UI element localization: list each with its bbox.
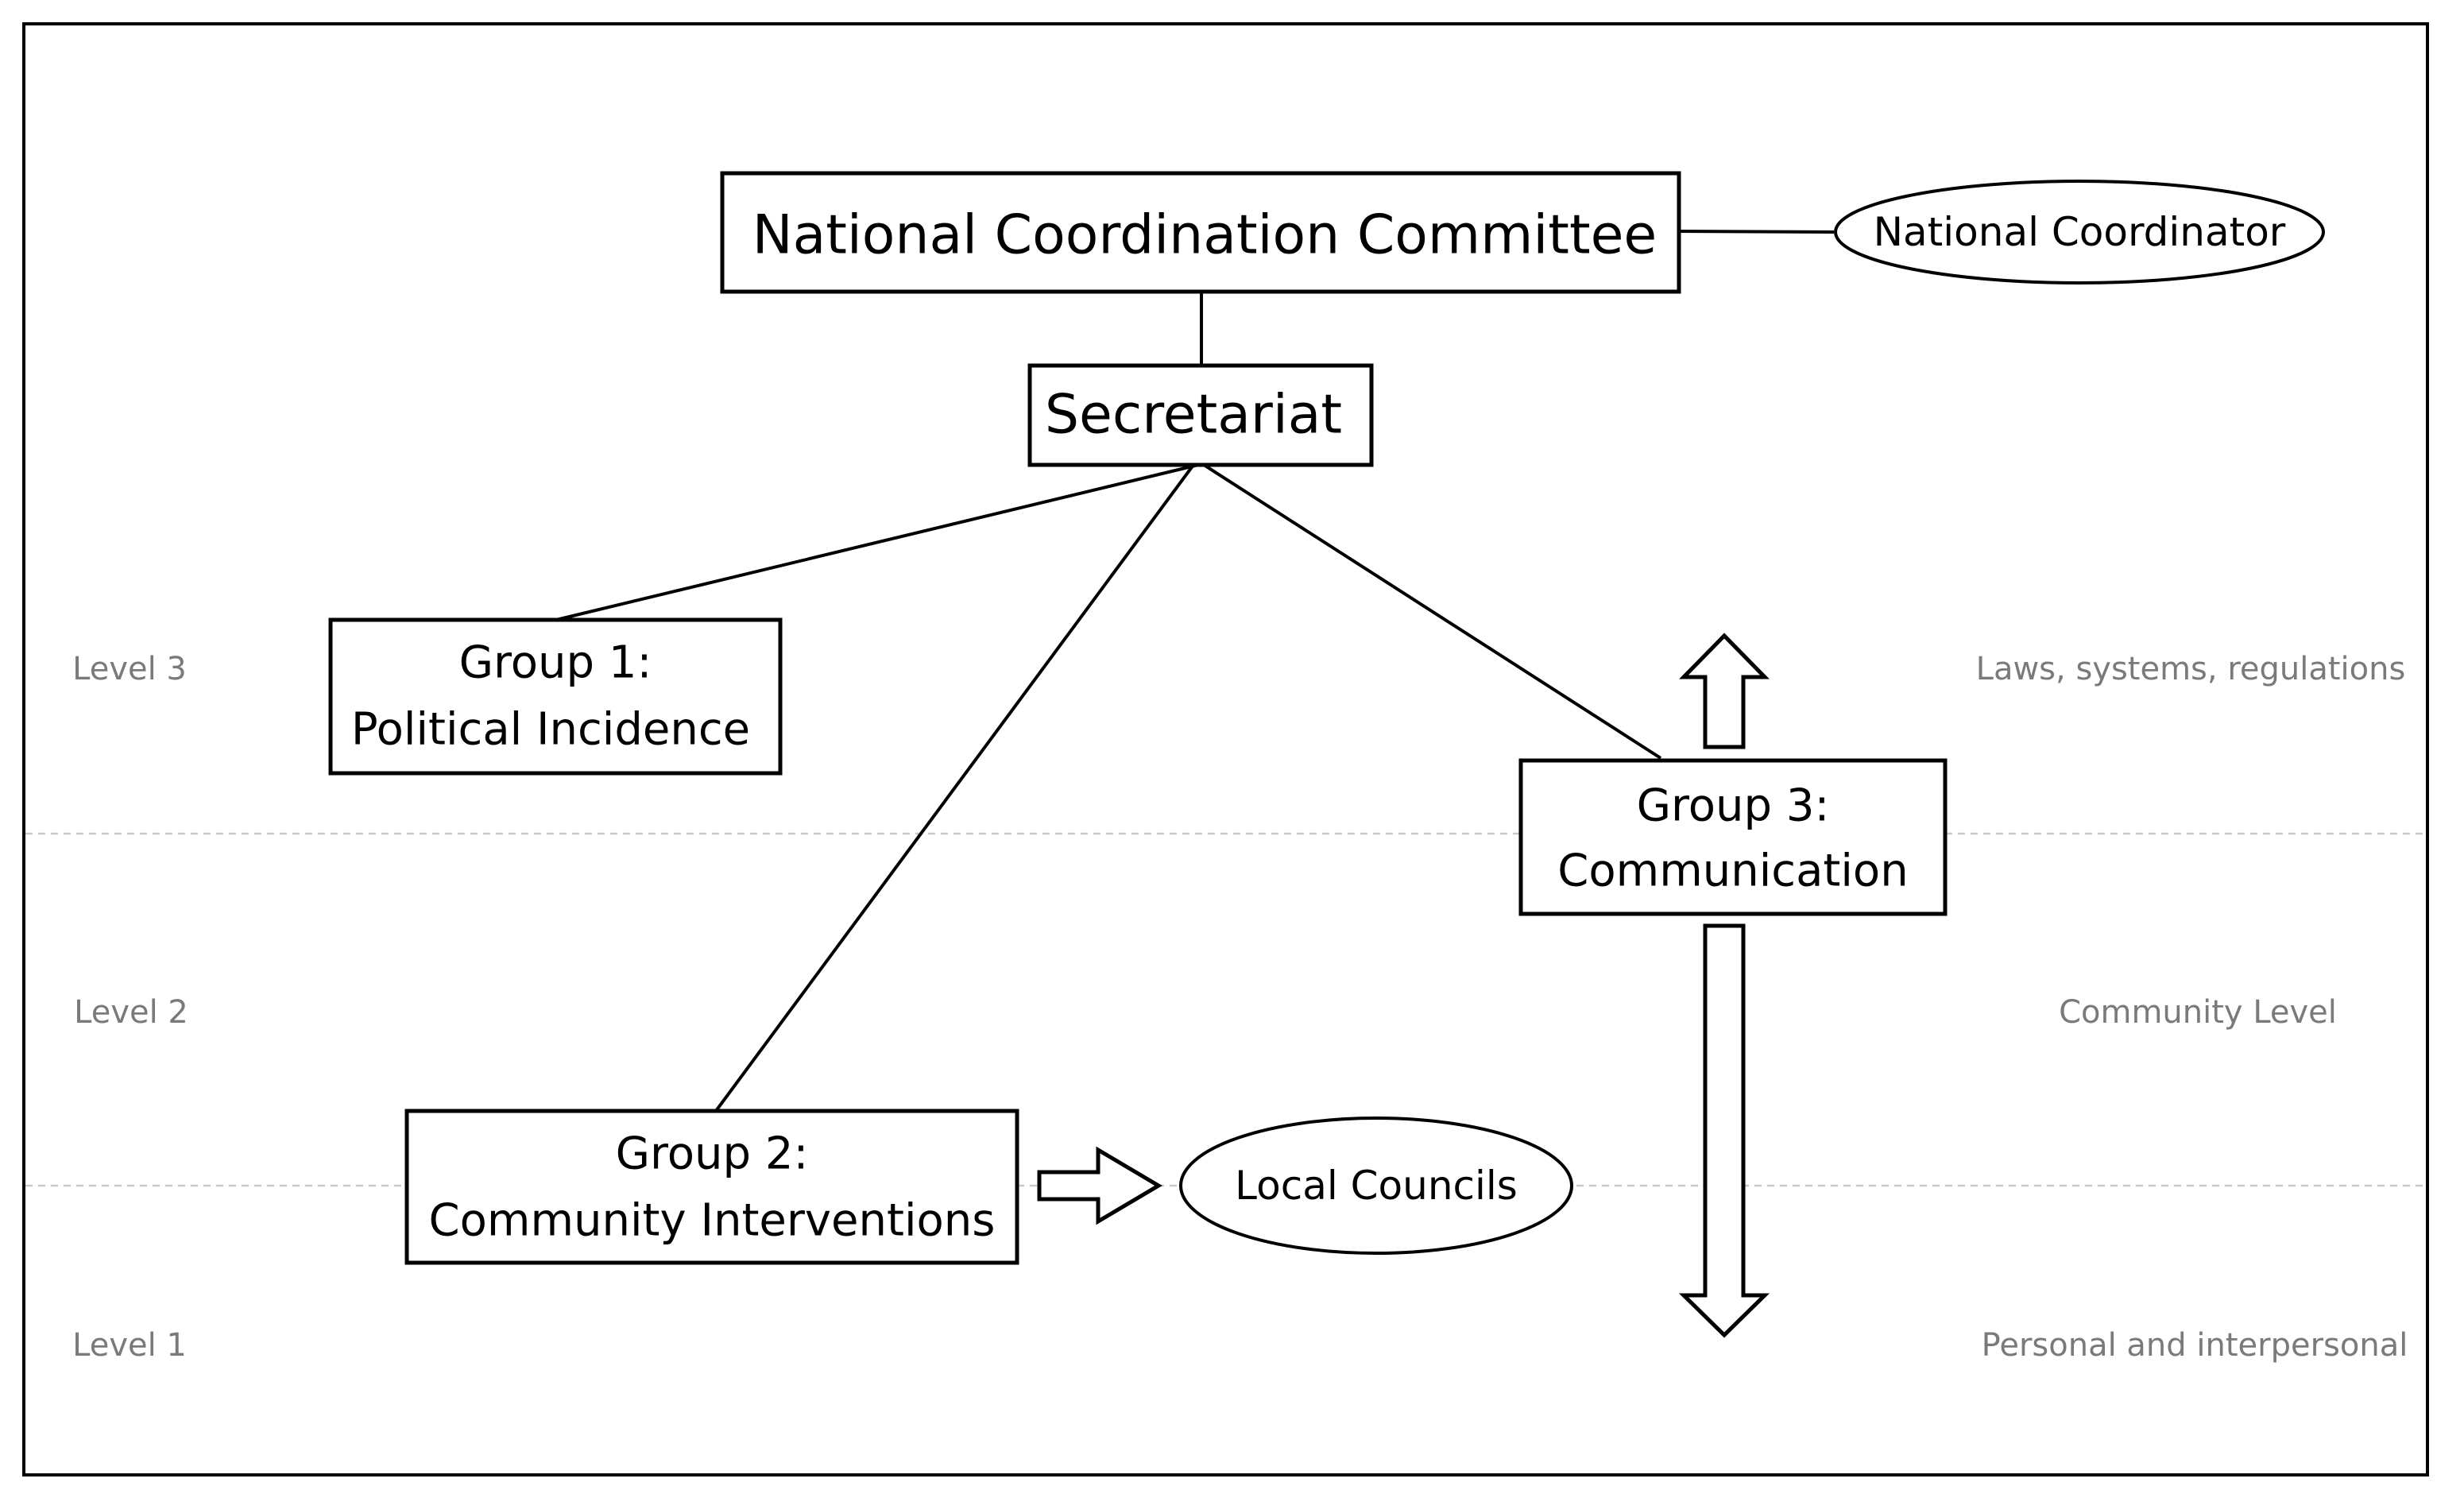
group1-name: Political Incidence bbox=[351, 704, 750, 756]
group3-title: Group 3: bbox=[1637, 780, 1830, 832]
group3-name: Communication bbox=[1557, 846, 1908, 897]
group1-title: Group 1: bbox=[459, 637, 652, 689]
group2-name: Community Interventions bbox=[429, 1195, 996, 1247]
national-coordinator-oval: National Coordinator bbox=[1834, 180, 2325, 284]
link-secretariat-group2 bbox=[714, 463, 1195, 1113]
secretariat-box: Secretariat bbox=[1027, 363, 1374, 467]
level2-description: Community Level bbox=[2059, 994, 2337, 1031]
group2-title: Group 2: bbox=[616, 1128, 809, 1180]
diagram-frame bbox=[22, 22, 2429, 1476]
group2-box: Group 2: Community Interventions bbox=[404, 1109, 1019, 1265]
group2-right-arrow bbox=[1037, 1146, 1162, 1225]
national-coordination-committee-box: National Coordination Committee bbox=[720, 171, 1681, 294]
national-coordination-committee-label: National Coordination Committee bbox=[752, 204, 1657, 267]
level1-description: Personal and interpersonal bbox=[1982, 1327, 2408, 1364]
group3-box: Group 3: Communication bbox=[1518, 758, 1948, 916]
level3-description: Laws, systems, regulations bbox=[1976, 651, 2406, 687]
link-secretariat-group3 bbox=[1202, 463, 1662, 760]
group3-down-arrow bbox=[1678, 923, 1770, 1338]
link-secretariat-group1 bbox=[555, 463, 1199, 621]
level3-label: Level 3 bbox=[72, 651, 187, 687]
local-councils-label: Local Councils bbox=[1235, 1163, 1518, 1209]
group1-box: Group 1: Political Incidence bbox=[328, 617, 783, 776]
secretariat-label: Secretariat bbox=[1045, 384, 1342, 447]
level2-label: Level 2 bbox=[74, 994, 188, 1031]
group3-up-arrow bbox=[1679, 633, 1770, 749]
link-committee-coordinator bbox=[1678, 230, 1835, 234]
national-coordinator-label: National Coordinator bbox=[1874, 209, 2286, 255]
local-councils-oval: Local Councils bbox=[1179, 1117, 1573, 1255]
level1-label: Level 1 bbox=[72, 1327, 187, 1364]
